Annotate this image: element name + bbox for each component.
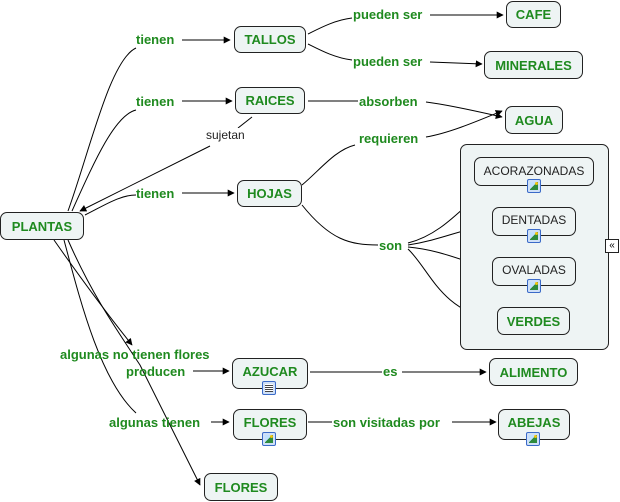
- line-hojas-requieren: [301, 144, 356, 186]
- link-tienen-hojas[interactable]: tienen: [136, 186, 175, 201]
- line-plantas-algunas-no-tienen-flores: [53, 239, 133, 346]
- concept-alimento[interactable]: ALIMENTO: [489, 358, 578, 386]
- link-algunas-no-tienen-flores[interactable]: algunas no tienen flores: [60, 347, 210, 362]
- concept-raices[interactable]: RAICES: [235, 87, 305, 114]
- concept-flores-2[interactable]: FLORES: [204, 473, 278, 501]
- link-tienen-tallos[interactable]: tienen: [136, 32, 175, 47]
- link-producen[interactable]: producen: [126, 364, 186, 379]
- image-resource-icon[interactable]: [262, 432, 276, 446]
- concept-cafe[interactable]: CAFE: [506, 1, 561, 28]
- line-raices-sujetan: [237, 116, 253, 129]
- link-pueden-ser-minerales[interactable]: pueden ser: [353, 54, 423, 69]
- document-resource-icon[interactable]: [262, 381, 276, 395]
- concept-plantas[interactable]: PLANTAS: [0, 212, 84, 240]
- line-sujetan-plantas: [79, 145, 211, 212]
- image-resource-icon[interactable]: [526, 432, 540, 446]
- concept-agua[interactable]: AGUA: [505, 106, 563, 134]
- link-tienen-raices[interactable]: tienen: [136, 94, 175, 109]
- image-resource-icon[interactable]: [527, 229, 541, 243]
- link-sujetan[interactable]: sujetan: [206, 128, 245, 143]
- link-es[interactable]: es: [383, 364, 398, 379]
- image-resource-icon[interactable]: [527, 279, 541, 293]
- line-plantas-tienen-hojas: [84, 194, 137, 216]
- line-plantas-flores-2: [67, 239, 201, 486]
- image-resource-icon[interactable]: [527, 179, 541, 193]
- link-algunas-tienen[interactable]: algunas tienen: [109, 415, 201, 430]
- line-absorben-agua: [425, 101, 503, 120]
- link-absorben[interactable]: absorben: [359, 94, 418, 109]
- concept-minerales[interactable]: MINERALES: [484, 51, 583, 79]
- concept-acorazonadas[interactable]: ACORAZONADAS: [474, 157, 594, 186]
- link-pueden-ser-cafe[interactable]: pueden ser: [353, 7, 423, 22]
- concept-verdes[interactable]: VERDES: [497, 307, 570, 335]
- line-requieren-agua: [425, 110, 503, 138]
- line-hojas-son: [301, 204, 379, 246]
- line-tallos-pueden-ser-minerales: [307, 43, 353, 61]
- concept-tallos[interactable]: TALLOS: [234, 26, 306, 53]
- concept-hojas[interactable]: HOJAS: [237, 180, 302, 207]
- link-son[interactable]: son: [379, 238, 403, 253]
- line-plantas-algunas-tienen: [63, 239, 137, 414]
- collapse-group-button[interactable]: «: [605, 239, 619, 253]
- line-tallos-pueden-ser-cafe: [307, 17, 353, 35]
- line-plantas-tienen-tallos: [67, 47, 137, 212]
- link-son-visitadas-por[interactable]: son visitadas por: [333, 415, 440, 430]
- link-requieren[interactable]: requieren: [359, 131, 419, 146]
- line-pueden-ser-minerales: [429, 60, 483, 68]
- line-plantas-tienen-raices: [71, 109, 137, 212]
